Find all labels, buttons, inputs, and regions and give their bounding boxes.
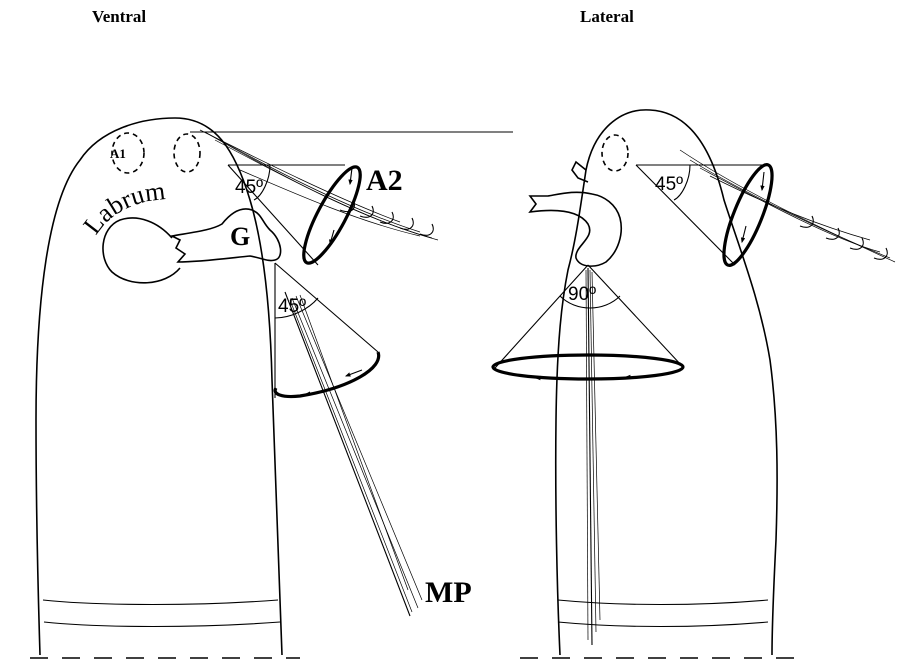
lateral-band-upper	[558, 600, 768, 605]
mp-setae-lateral	[586, 268, 600, 645]
mp-angle-lateral: 90º	[568, 284, 596, 305]
lateral-a2-arrow-bottom	[742, 226, 746, 242]
lateral-mp-rotation-ellipse	[493, 355, 683, 379]
mp-label: MP	[425, 576, 472, 609]
mp-setae-ventral	[285, 292, 422, 616]
a2-angle-ventral: 45º	[235, 177, 263, 198]
a1-socket-lateral	[602, 135, 628, 171]
a2-angle-lateral: 45º	[655, 174, 683, 195]
mp-rotation-arrow-ventral-1	[346, 370, 362, 376]
lateral-title: Lateral	[580, 7, 634, 26]
mp-angle-ventral: 45º	[278, 296, 306, 317]
labrum-label: Labrum	[77, 176, 166, 239]
a2-rotation-arrow-top	[350, 168, 352, 184]
ventral-view: A1 Labrum G 45º A2	[30, 118, 513, 658]
lateral-a2-arrow-top	[762, 172, 764, 190]
mp-rotation-loop-ventral	[275, 352, 379, 397]
ventral-band-upper	[43, 600, 278, 605]
lateral-view: 45º 90º	[493, 110, 895, 658]
a2-setae-lateral	[680, 150, 895, 262]
a2-label: A2	[366, 164, 403, 197]
a1-socket-right	[174, 134, 200, 172]
lateral-mp-cone-left	[495, 265, 588, 368]
a2-rotation-ellipse	[294, 161, 369, 270]
lateral-gnathobase	[530, 192, 621, 266]
labrum-outline	[103, 218, 180, 283]
a1-label: A1	[110, 146, 126, 161]
ventral-title: Ventral	[92, 7, 146, 26]
lateral-mp-cone-right	[588, 265, 682, 366]
g-label: G	[230, 222, 250, 251]
ventral-band-lower	[44, 622, 280, 627]
lateral-band-lower	[558, 622, 768, 627]
gnathobase-outline	[172, 209, 281, 262]
lateral-a2-cone-side	[636, 165, 735, 265]
lateral-a2-rotation-ellipse	[715, 160, 781, 271]
